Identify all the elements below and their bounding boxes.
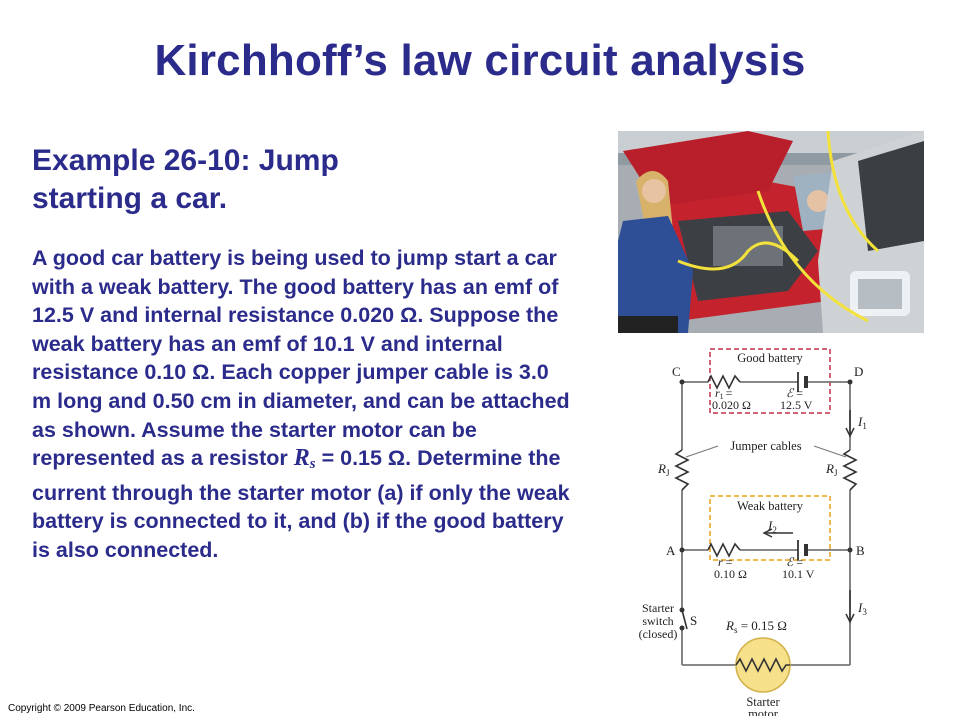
- emf-good-label: ℰ=: [786, 386, 803, 400]
- node-label-a: A: [666, 543, 676, 558]
- jumper-leader-right: [813, 445, 847, 458]
- example-heading: Example 26-10: Jump starting a car.: [32, 144, 339, 215]
- emf-good-value: 12.5 V: [780, 398, 813, 412]
- node-a-dot: [679, 547, 685, 553]
- good-battery-resistor: [707, 374, 741, 390]
- rs-symbol: R: [293, 445, 310, 472]
- rs-label: Rs = 0.15 Ω: [725, 618, 787, 635]
- i2-subscript: 2: [772, 525, 777, 535]
- rj-left-label: RJ: [657, 461, 670, 478]
- jumper-leader-left: [685, 445, 719, 458]
- r1-value: 0.020 Ω: [712, 398, 751, 412]
- starter-switch: [681, 609, 688, 630]
- weak-battery-box: [709, 495, 831, 561]
- jumper-resistor-right: [842, 449, 858, 491]
- r1-label: r1=: [715, 386, 733, 401]
- i3-subscript: 3: [862, 607, 867, 617]
- rj-right-symbol: R: [825, 461, 834, 476]
- i3-symbol: I: [857, 600, 863, 615]
- starter-motor-icon: [735, 637, 791, 693]
- node-d-dot: [847, 379, 853, 385]
- rj-right-subscript: J: [834, 468, 838, 478]
- rs-label-symbol: R: [725, 618, 734, 633]
- current-arrow-i3: [845, 590, 855, 624]
- emf-weak-label: ℰ=: [786, 555, 803, 569]
- switch-label-line3: (closed): [639, 627, 678, 641]
- rj-left-symbol: R: [657, 461, 666, 476]
- r1-subscript: 1: [720, 392, 724, 401]
- rj-right-label: RJ: [825, 461, 838, 478]
- problem-text-part-2: = 0.15 Ω. Determine the current through …: [32, 446, 570, 562]
- current-arrow-i2: [762, 528, 793, 538]
- starter-motor-label-line2: motor: [748, 707, 779, 716]
- starter-motor-label-line1: Starter: [746, 695, 780, 709]
- i1-symbol: I: [857, 414, 863, 429]
- emf-good-symbol: ℰ: [786, 386, 795, 400]
- current-arrow-i1: [845, 410, 855, 438]
- rj-left-subscript: J: [666, 468, 670, 478]
- rs-label-value: = 0.15 Ω: [737, 618, 787, 633]
- node-label-b: B: [856, 543, 865, 558]
- jumper-cables-label: Jumper cables: [730, 439, 801, 453]
- node-label-s: S: [690, 613, 697, 628]
- circuit-diagram: C D A B S Good battery r1= 0.020 Ω ℰ= 12…: [618, 340, 924, 721]
- node-label-c: C: [672, 364, 681, 379]
- emf-weak-symbol: ℰ: [786, 555, 795, 569]
- current-label-i3: I3: [857, 600, 867, 617]
- i2-symbol: I: [767, 518, 773, 533]
- i1-subscript: 1: [862, 421, 867, 431]
- rs-label-subscript: s: [734, 625, 738, 635]
- current-label-i2: I2: [767, 518, 777, 535]
- jumper-resistor-left: [674, 449, 690, 491]
- node-c-dot: [679, 379, 685, 385]
- emf-good-equals: =: [796, 386, 803, 400]
- switch-label-line1: Starter: [642, 601, 674, 615]
- problem-text-part-1: A good car battery is being used to jump…: [32, 246, 570, 471]
- r-symbol: r: [718, 555, 723, 569]
- weak-battery-cell: [797, 540, 808, 560]
- slide-title: Kirchhoff’s law circuit analysis: [154, 36, 806, 85]
- r1-equals: =: [726, 386, 733, 400]
- r-value: 0.10 Ω: [714, 567, 747, 581]
- r-label: r=: [718, 555, 733, 569]
- good-battery-label: Good battery: [737, 351, 803, 365]
- emf-weak-equals: =: [796, 555, 803, 569]
- switch-label-line2: switch: [642, 614, 673, 628]
- jump-start-photo-illustration: [618, 131, 924, 333]
- current-label-i1: I1: [857, 414, 867, 431]
- node-b-dot: [847, 547, 853, 553]
- weak-battery-resistor: [707, 542, 741, 558]
- weak-battery-label: Weak battery: [737, 499, 804, 513]
- r1-symbol: r: [715, 386, 720, 400]
- rs-subscript: s: [309, 456, 316, 473]
- copyright-notice: Copyright © 2009 Pearson Education, Inc.: [8, 703, 195, 714]
- switch-contact-bottom: [679, 625, 685, 631]
- jump-start-photo: [618, 131, 924, 333]
- node-label-d: D: [854, 364, 863, 379]
- problem-statement: A good car battery is being used to jump…: [32, 244, 572, 565]
- good-battery-cell: [797, 372, 808, 392]
- emf-weak-value: 10.1 V: [782, 567, 815, 581]
- good-battery-box: [709, 348, 831, 414]
- r-equals: =: [726, 555, 733, 569]
- starter-motor-resistor: [735, 657, 790, 673]
